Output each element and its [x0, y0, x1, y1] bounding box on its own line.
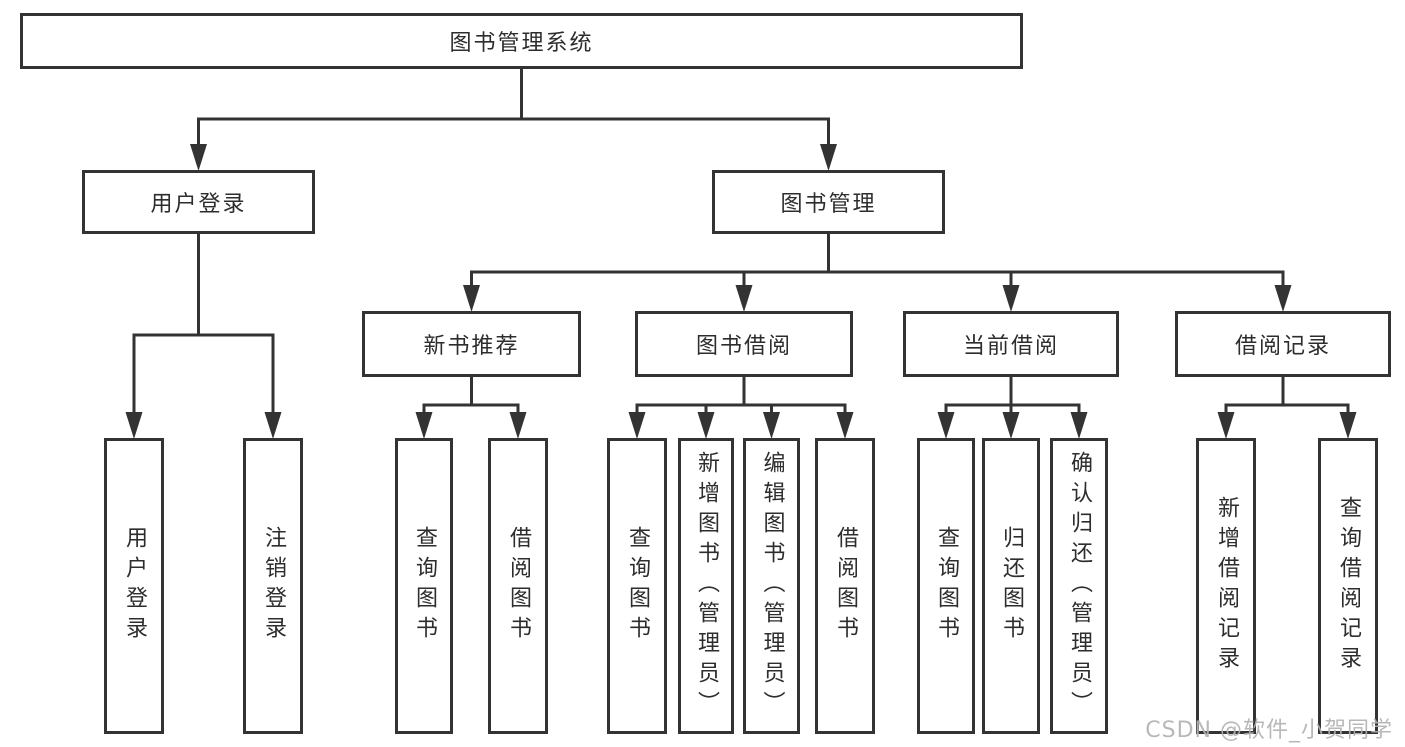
arrowhead-icon — [1002, 285, 1020, 312]
node-label-leaf-edit-book: 编辑图书（管理员） — [759, 451, 785, 721]
node-current-borrow: 当前借阅 — [903, 311, 1119, 377]
node-leaf-query-record: 查询借阅记录 — [1318, 438, 1378, 734]
arrowhead-icon — [763, 412, 780, 439]
node-label-leaf-query-book-3: 查询图书 — [934, 526, 959, 646]
node-borrow-records: 借阅记录 — [1175, 311, 1391, 377]
node-label-new-book-rec: 新书推荐 — [423, 334, 520, 359]
node-user-login: 用户登录 — [82, 170, 315, 234]
node-leaf-query-book-1: 查询图书 — [395, 438, 453, 734]
arrowhead-icon — [628, 412, 646, 439]
arrowhead-icon — [836, 412, 854, 439]
arrowhead-icon — [415, 412, 433, 439]
arrowhead-icon — [1002, 412, 1020, 439]
node-label-leaf-add-book: 新增图书（管理员） — [694, 451, 719, 721]
arrowhead-icon — [820, 144, 837, 171]
node-leaf-borrow-book-2: 借阅图书 — [815, 438, 875, 734]
arrowhead-icon — [1217, 412, 1235, 439]
arrowhead-icon — [1274, 285, 1292, 312]
node-leaf-add-book: 新增图书（管理员） — [678, 438, 734, 734]
node-leaf-query-book-3: 查询图书 — [917, 438, 975, 734]
arrowhead-icon — [735, 285, 753, 312]
node-label-user-login: 用户登录 — [150, 192, 247, 217]
arrowhead-icon — [1070, 412, 1088, 439]
arrowhead-icon — [463, 285, 480, 312]
arrowhead-icon — [937, 412, 955, 439]
node-leaf-return-book: 归还图书 — [982, 438, 1040, 734]
arrowhead-icon — [697, 412, 715, 439]
node-root: 图书管理系统 — [20, 13, 1023, 69]
arrowhead-icon — [125, 412, 143, 439]
node-label-leaf-query-book-1: 查询图书 — [412, 526, 437, 646]
node-label-leaf-logout: 注销登录 — [261, 526, 286, 646]
node-label-book-borrow: 图书借阅 — [695, 334, 792, 359]
node-leaf-query-book-2: 查询图书 — [607, 438, 667, 734]
node-leaf-edit-book: 编辑图书（管理员） — [743, 438, 800, 734]
arrowhead-icon — [1339, 412, 1357, 439]
node-label-leaf-borrow-book-2: 借阅图书 — [833, 526, 858, 646]
node-label-leaf-query-record: 查询借阅记录 — [1336, 496, 1361, 676]
arrowhead-icon — [509, 412, 527, 439]
node-label-root: 图书管理系统 — [449, 31, 594, 56]
node-leaf-add-record: 新增借阅记录 — [1196, 438, 1256, 734]
node-label-leaf-return-book: 归还图书 — [999, 526, 1024, 646]
node-leaf-logout: 注销登录 — [243, 438, 303, 734]
node-label-leaf-borrow-book-1: 借阅图书 — [506, 526, 531, 646]
node-book-mgmt: 图书管理 — [712, 170, 945, 234]
node-label-borrow-records: 借阅记录 — [1234, 334, 1331, 359]
node-label-book-mgmt: 图书管理 — [780, 192, 877, 217]
arrowhead-icon — [264, 412, 282, 439]
node-leaf-confirm-return: 确认归还（管理员） — [1050, 438, 1108, 734]
node-label-current-borrow: 当前借阅 — [962, 334, 1059, 359]
node-leaf-user-login: 用户登录 — [104, 438, 164, 734]
watermark-text: CSDN @软件_小贺同学 — [1145, 718, 1393, 743]
arrowhead-icon — [190, 144, 207, 171]
node-label-leaf-query-book-2: 查询图书 — [625, 526, 650, 646]
node-new-book-rec: 新书推荐 — [362, 311, 581, 377]
node-label-leaf-confirm-return: 确认归还（管理员） — [1067, 451, 1092, 721]
node-leaf-borrow-book-1: 借阅图书 — [488, 438, 548, 734]
node-label-leaf-user-login: 用户登录 — [122, 526, 147, 646]
node-book-borrow: 图书借阅 — [635, 311, 853, 377]
node-label-leaf-add-record: 新增借阅记录 — [1214, 496, 1239, 676]
